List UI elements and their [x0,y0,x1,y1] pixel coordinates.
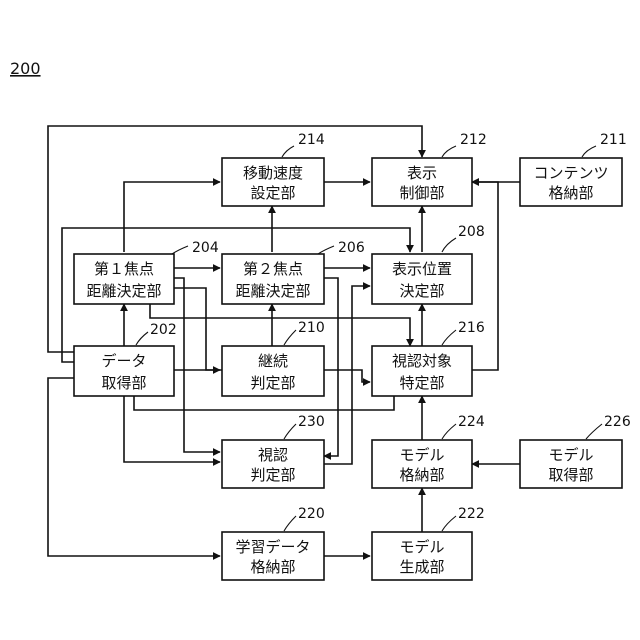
block-216-line2: 特定部 [399,374,444,392]
leader-214 [282,146,294,157]
block-220-line2: 格納部 [250,558,295,576]
block-second-focus: 第２焦点 距離決定部 [222,254,324,304]
leader-222 [442,516,456,531]
block-visual-judgement: 視認 判定部 [222,440,324,488]
leader-211 [582,146,596,157]
block-model-generation: モデル 生成部 [372,532,472,580]
leader-208 [442,238,456,252]
block-speed-setting: 移動速度 設定部 [222,158,324,206]
leader-204 [172,246,188,254]
block-content-storage: コンテンツ 格納部 [520,158,622,206]
edge-230-208 [324,286,370,464]
block-210-line1: 継続 [258,352,288,370]
block-208-line1: 表示位置 [392,260,452,278]
leader-202 [136,332,148,345]
block-224-line1: モデル [399,446,444,464]
block-230-line2: 判定部 [250,466,295,484]
edge-204-210 [174,288,220,370]
block-212-line2: 制御部 [399,184,444,202]
block-226-line2: 取得部 [548,466,593,484]
block-206-line2: 距離決定部 [235,282,310,300]
block-230-line1: 視認 [258,446,288,464]
block-226-line1: モデル [548,446,593,464]
ref-211: 211 [600,132,627,148]
leader-230 [284,424,296,439]
block-211-line2: 格納部 [548,184,593,202]
block-212-line1: 表示 [407,164,437,182]
block-222-line1: モデル [399,538,444,556]
block-216-line1: 視認対象 [392,352,452,370]
ref-212: 212 [460,132,487,148]
leader-224 [442,424,456,439]
block-211-line1: コンテンツ [533,164,608,182]
leader-206 [318,246,334,254]
edge-206-230 [324,278,338,456]
block-model-acquisition: モデル 取得部 [520,440,622,488]
block-206-line1: 第２焦点 [243,260,303,278]
ref-220: 220 [298,506,325,522]
block-visual-target: 視認対象 特定部 [372,346,472,396]
block-continuation: 継続 判定部 [222,346,324,396]
edge-202-210 [134,396,394,410]
block-first-focus: 第１焦点 距離決定部 [74,254,174,304]
leader-220 [284,516,296,531]
block-model-storage: モデル 格納部 [372,440,472,488]
block-214-line2: 設定部 [250,184,295,202]
block-208-line2: 決定部 [399,282,444,300]
figure-label: 200 [10,59,41,78]
ref-206: 206 [338,240,365,256]
ref-214: 214 [298,132,325,148]
block-224-line2: 格納部 [399,466,444,484]
ref-210: 210 [298,320,325,336]
block-204-line1: 第１焦点 [94,260,154,278]
block-202-line1: データ [101,352,146,370]
ref-226: 226 [604,414,631,430]
block-display-position: 表示位置 決定部 [372,254,472,304]
leader-212 [442,146,456,157]
block-data-acquisition: データ 取得部 [74,346,174,396]
leader-226 [586,424,602,439]
leader-210 [284,330,296,345]
block-training-data: 学習データ 格納部 [222,532,324,580]
ref-208: 208 [458,224,485,240]
block-210-line2: 判定部 [250,374,295,392]
block-204-line2: 距離決定部 [86,282,161,300]
leader-216 [442,330,456,345]
block-202-line2: 取得部 [101,374,146,392]
edge-204-216 [150,304,410,346]
ref-224: 224 [458,414,485,430]
block-214-line1: 移動速度 [243,164,303,182]
ref-230: 230 [298,414,325,430]
block-222-line2: 生成部 [399,558,444,576]
ref-222: 222 [458,506,485,522]
block-220-line1: 学習データ [235,538,310,556]
block-display-control: 表示 制御部 [372,158,472,206]
ref-216: 216 [458,320,485,336]
ref-204: 204 [192,240,219,256]
edge-216-212 [472,182,498,370]
edge-204-230 [174,278,220,452]
ref-202: 202 [150,322,177,338]
